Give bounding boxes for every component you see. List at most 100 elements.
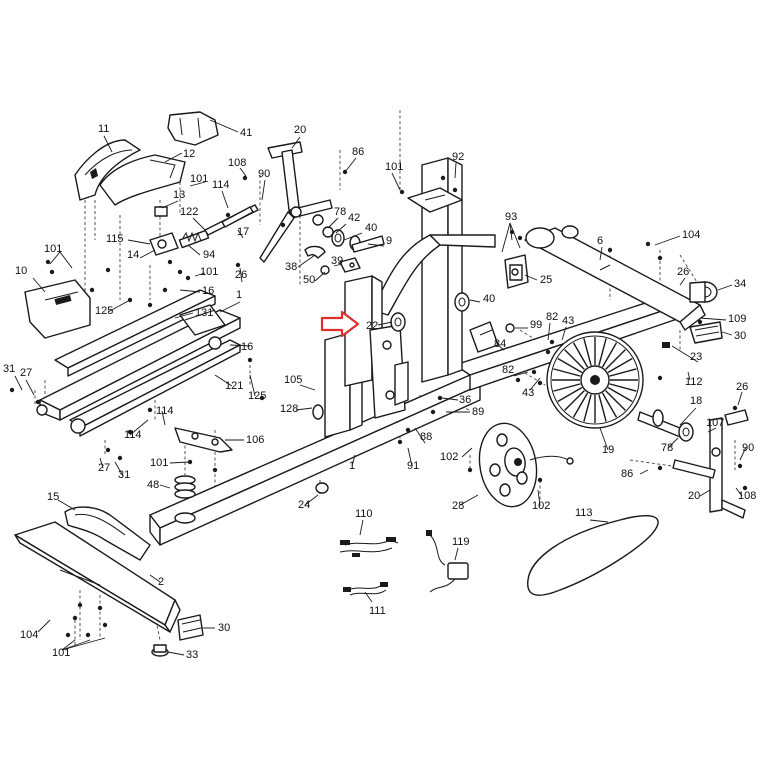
bolt-dot [212, 467, 218, 473]
callout-6: 6 [597, 235, 603, 247]
bolt-dot [9, 387, 15, 393]
callout-30-left: 30 [218, 622, 230, 634]
leader-line [509, 222, 521, 249]
callout-94: 94 [203, 249, 215, 261]
callout-110: 110 [355, 508, 373, 520]
leader-line [59, 251, 73, 269]
leader-line [57, 499, 76, 511]
callout-121: 121 [225, 380, 243, 392]
leader-line [737, 391, 743, 406]
bracket-part-41 [167, 111, 219, 146]
cap-part-34 [689, 281, 718, 303]
leader-line [469, 299, 481, 303]
leader-line [367, 243, 385, 247]
bolt-dot [35, 399, 41, 405]
leader-line [529, 377, 541, 391]
flywheel-spoke [605, 349, 626, 370]
leader-line [187, 244, 201, 256]
bolt-dot [167, 259, 173, 265]
leader-line [209, 119, 239, 133]
callout-122: 122 [180, 206, 198, 218]
bolt-dot [440, 175, 446, 181]
bolt-dot [77, 602, 83, 608]
leader-line [99, 457, 104, 469]
bolt-dot [657, 255, 663, 261]
leader-line [364, 591, 373, 603]
callout-112: 112 [685, 376, 703, 388]
bushing-part-22 [390, 312, 406, 332]
wire-harness-111 [343, 582, 388, 596]
power-adapter-119 [426, 530, 469, 593]
callout-labels: 11 41 20 12 108 86 101 92 101 114 90 13 … [3, 123, 756, 661]
leader-line [214, 374, 233, 387]
callout-16-mid: 16 [241, 341, 253, 353]
callout-39: 39 [331, 255, 343, 267]
callout-101-mid: 101 [385, 161, 403, 173]
callout-31-left: 31 [3, 363, 15, 375]
bolt-dot [549, 339, 555, 345]
callout-19: 19 [602, 444, 614, 456]
bolt-dot [657, 375, 663, 381]
leader-line [221, 190, 229, 209]
leader-line [699, 489, 711, 497]
leader-line [103, 135, 113, 153]
callout-26-left: 26 [235, 269, 247, 281]
leader-line [721, 331, 733, 336]
bolt-dot [65, 632, 71, 638]
leader-line [391, 172, 401, 191]
bolt-dot [102, 622, 108, 628]
flywheel-spoke [607, 386, 633, 403]
flywheel-spoke [564, 390, 585, 411]
small-parts-13-94 [149, 206, 210, 256]
bolt-dot [127, 429, 133, 435]
leader-line [32, 277, 46, 293]
leader-line [667, 437, 679, 449]
rod-part-17 [204, 204, 259, 236]
flywheel-spoke [583, 338, 592, 366]
bolt-dot [742, 485, 748, 491]
flywheel-spoke [564, 349, 585, 370]
callout-114-low: 114 [124, 429, 142, 441]
leader-line [327, 217, 339, 229]
leader-line [699, 317, 727, 321]
leader-line [194, 272, 206, 277]
leader-line [501, 222, 511, 253]
bolt-dot [732, 405, 738, 411]
leader-line [161, 410, 166, 426]
crossbar-part-6 [524, 225, 706, 331]
bolt-dot [147, 302, 153, 308]
callout-27-left: 27 [20, 367, 32, 379]
callout-84: 84 [494, 338, 506, 350]
leader-line [61, 637, 106, 651]
callout-1-low: 1 [349, 460, 355, 472]
flywheel-spoke [553, 368, 581, 377]
callout-101-top: 101 [190, 173, 208, 185]
callout-114-top: 114 [212, 179, 230, 191]
callout-111: 111 [369, 605, 386, 617]
flywheel-spoke [607, 357, 633, 374]
bolt-dot [467, 467, 473, 473]
leader-line [239, 167, 247, 177]
bolt-dot [645, 241, 651, 247]
callout-115: 115 [106, 233, 124, 245]
leader-line [192, 217, 206, 231]
leader-line [599, 246, 603, 261]
leader-line [149, 574, 161, 583]
leader-line [359, 519, 364, 536]
leader-line [189, 181, 206, 187]
leader-line [735, 487, 743, 497]
pedal-part-15 [64, 506, 151, 561]
leader-line [687, 371, 691, 381]
callout-9: 9 [386, 235, 392, 247]
leveler-part-33 [151, 644, 169, 657]
leader-line [414, 427, 426, 444]
flywheel-spoke [601, 342, 618, 368]
flywheel-spoke [609, 368, 637, 377]
callout-91: 91 [407, 460, 419, 472]
spring-part-48 [174, 475, 196, 524]
callout-34: 34 [734, 278, 746, 290]
leader-lines [14, 119, 747, 656]
leader-line [461, 447, 473, 458]
bolt-dot [259, 395, 265, 401]
bolt-dot [45, 259, 51, 265]
